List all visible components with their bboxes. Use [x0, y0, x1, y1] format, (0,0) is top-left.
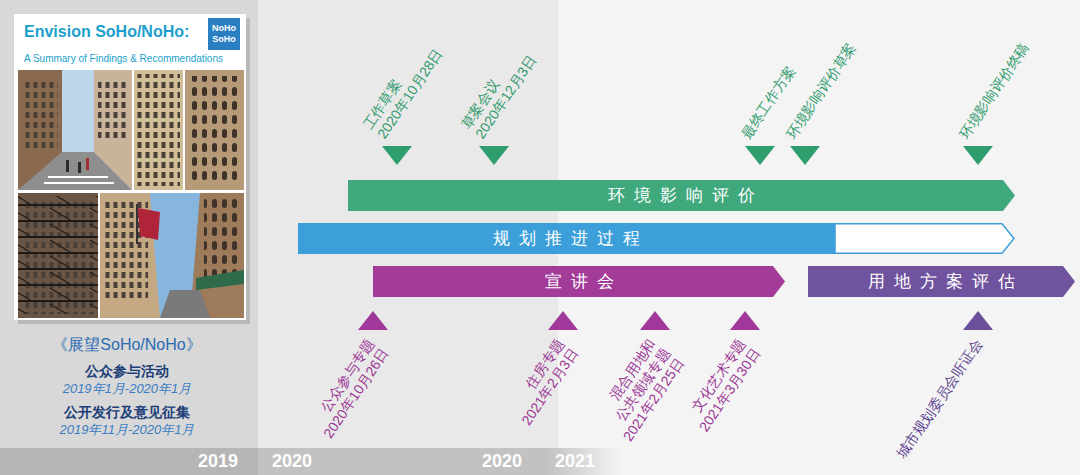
timeline-band: 环境影响评价: [348, 180, 1015, 211]
year-label: 2021: [555, 451, 595, 472]
year-label: 2019: [198, 451, 238, 472]
timeline-band: 用地方案评估: [808, 266, 1075, 297]
band-label: 环境影响评价: [599, 186, 764, 206]
timeline-band: 规划推进过程: [298, 223, 1015, 254]
report-cover: Envision SoHo/NoHo: A Summary of Findings…: [14, 14, 246, 320]
year-strip: [0, 448, 258, 475]
year-label: 2020: [272, 451, 312, 472]
logo-text: NoHo SoHo: [209, 23, 239, 45]
band-fill: [808, 266, 1075, 297]
panel-subheading: 公开发行及意见征集: [4, 403, 250, 421]
band-shape: [298, 223, 1015, 254]
panel-date: 2019年11月-2020年1月: [4, 421, 250, 439]
band-outline: [835, 224, 1014, 254]
side-panel: [0, 0, 258, 475]
cover-title: Envision SoHo/NoHo:: [24, 22, 189, 42]
cover-subtitle: A Summary of Findings & Recommendations: [24, 52, 223, 65]
panel-subheading: 公众参与活动: [4, 362, 250, 380]
cover-shadow: [18, 18, 250, 324]
cover-photos: [18, 70, 244, 318]
panel-date: 2019年1月-2020年1月: [4, 380, 250, 398]
band-fill: [348, 180, 1015, 211]
cover-sheet: [14, 14, 246, 320]
year-strip: [258, 448, 620, 475]
band-fill: [298, 223, 835, 254]
year-label: 2020: [482, 451, 522, 472]
band-label: 规划推进过程: [484, 229, 649, 249]
panel-heading: 《展望SoHo/NoHo》: [4, 336, 250, 354]
timeline-band: 宣讲会: [373, 266, 785, 297]
logo-badge: NoHo SoHo: [208, 18, 240, 50]
band-fill: [373, 266, 785, 297]
band-label: 用地方案评估: [859, 272, 1024, 292]
band-label: 宣讲会: [536, 272, 623, 292]
